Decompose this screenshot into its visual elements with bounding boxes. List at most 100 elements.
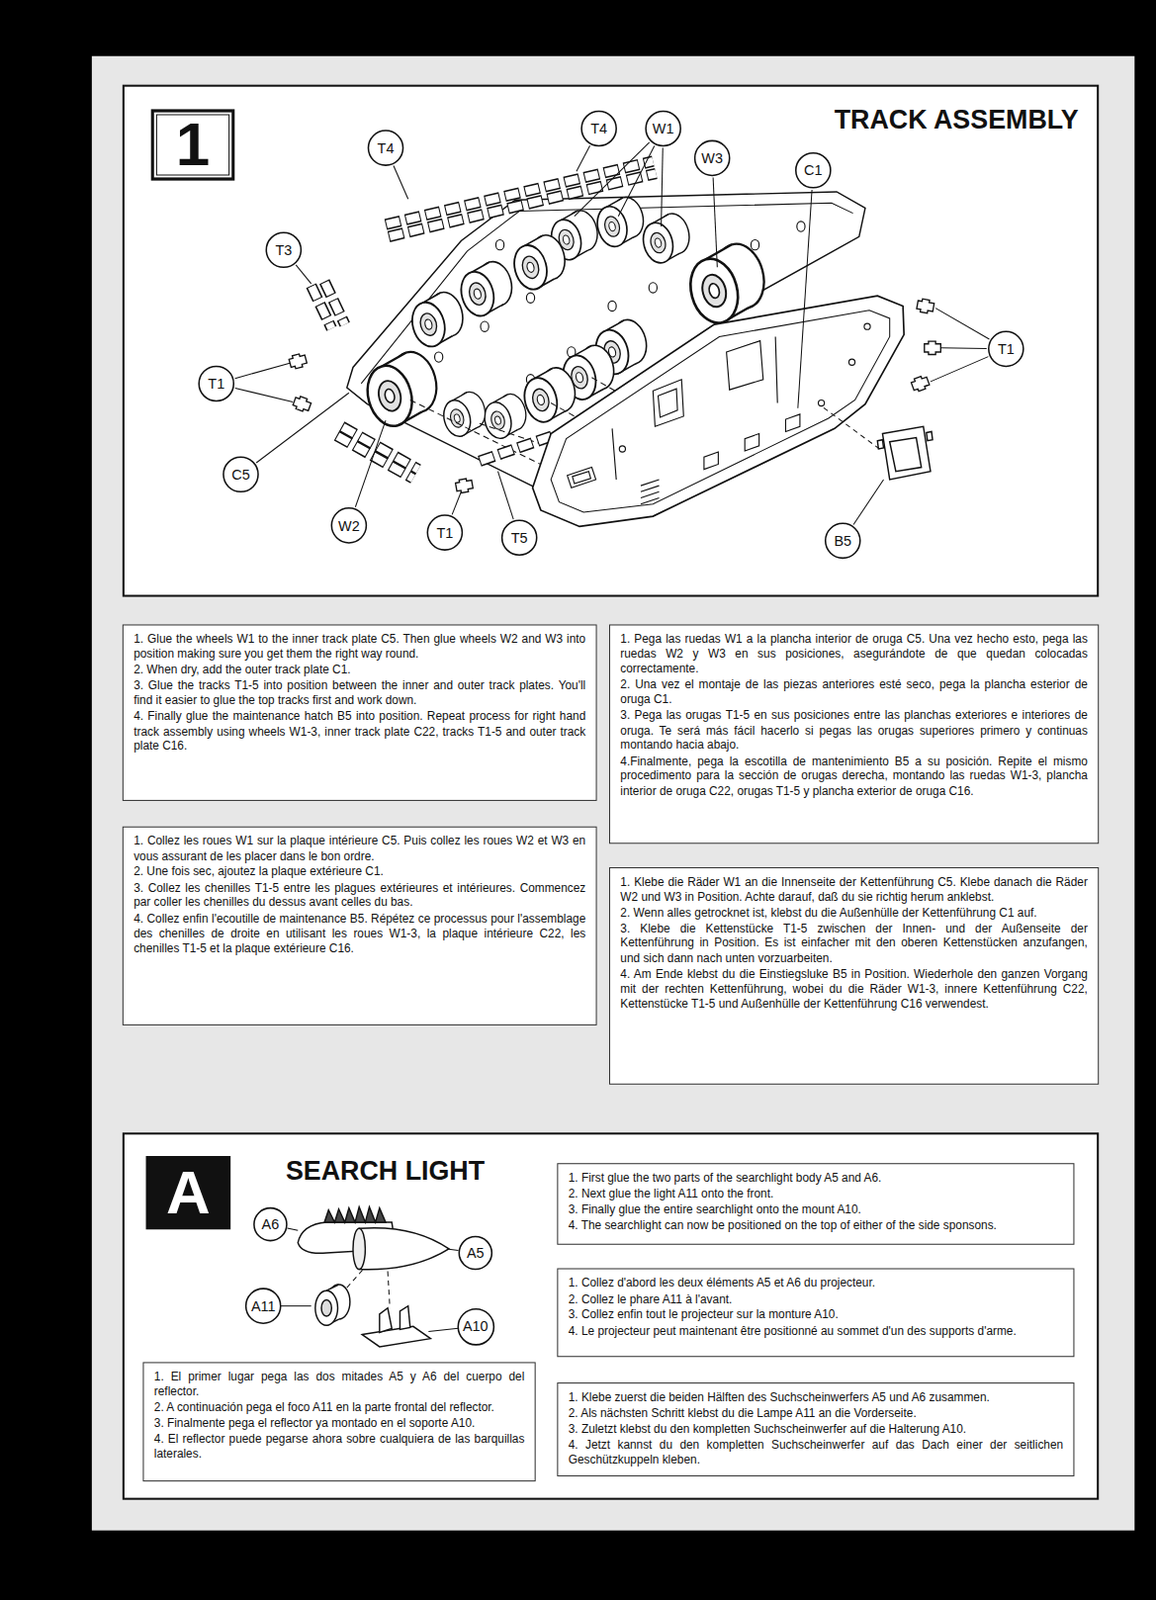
instruction-text: 1. Klebe die Räder W1 an die Innenseite … bbox=[620, 874, 1088, 904]
instruction-text: 1. Collez d'abord les deux éléments A5 e… bbox=[568, 1275, 1064, 1291]
part-number: T4 bbox=[590, 120, 608, 138]
instruction-text: 1. Klebe zuerst die beiden Hälften des S… bbox=[568, 1389, 1064, 1405]
part-number: T1 bbox=[436, 524, 453, 541]
callout-ring bbox=[427, 515, 462, 550]
instruction-text: 4. Finally glue the maintenance hatch B5… bbox=[133, 709, 586, 754]
callout-ring bbox=[796, 153, 831, 188]
callout-ring bbox=[254, 1208, 287, 1242]
instruction-text: 2. Als nächsten Schritt klebst du die La… bbox=[568, 1405, 1064, 1421]
instruction-text: 1. Pega las ruedas W1 a la plancha inter… bbox=[620, 631, 1088, 677]
axle-hole bbox=[526, 292, 534, 303]
callout-circle: C1 bbox=[795, 152, 832, 189]
track-link-set bbox=[916, 297, 936, 314]
plate-detail bbox=[652, 379, 684, 427]
maintenance-hatch bbox=[877, 426, 933, 480]
panel-ground bbox=[122, 1132, 1099, 1500]
section-letter-box: A bbox=[146, 1156, 232, 1230]
instruction-text: 2. Une fois sec, ajoutez la plaque extér… bbox=[133, 864, 586, 880]
part-number: T1 bbox=[207, 375, 225, 393]
callout-circle: W3 bbox=[694, 139, 731, 177]
callout-ring bbox=[223, 456, 259, 492]
callout-circle: T3 bbox=[265, 231, 302, 268]
callout-ring bbox=[367, 130, 403, 166]
callout-circle: T1 bbox=[987, 330, 1025, 367]
instruction-text: 3. Klebe die Kettenstücke T1-5 zwischen … bbox=[620, 920, 1088, 966]
leader-line bbox=[280, 1228, 459, 1333]
callout-ring bbox=[581, 110, 617, 146]
axle-hole bbox=[495, 239, 504, 250]
callout-circle: C5 bbox=[222, 455, 260, 493]
wheel-set bbox=[509, 231, 570, 293]
callout-circle: B5 bbox=[824, 522, 862, 559]
callout-circle: T1 bbox=[197, 364, 235, 402]
page-sheet bbox=[91, 56, 1135, 1531]
panel-ground bbox=[122, 85, 1099, 598]
part-number: C1 bbox=[803, 162, 822, 179]
leader-line bbox=[798, 189, 812, 409]
leader-line bbox=[576, 145, 591, 172]
leader-line bbox=[661, 148, 664, 227]
step-panel: TRACK ASSEMBLY1T4T4W1W3C1T3T1T1C5W2T1T5B… bbox=[122, 85, 1099, 598]
leader-line bbox=[280, 1305, 312, 1307]
part-number: T1 bbox=[997, 341, 1015, 358]
part-number: C5 bbox=[231, 466, 250, 484]
wheel-set bbox=[520, 363, 581, 426]
axle-hole bbox=[750, 239, 759, 250]
instruction-text: 4. Jetzt kannst du den kompletten Suchsc… bbox=[568, 1437, 1064, 1468]
part-number: B5 bbox=[833, 533, 852, 550]
part-number: T5 bbox=[511, 529, 529, 546]
track-link-set bbox=[288, 297, 942, 494]
instruction-text: 3. Pega las orugas T1-5 en sus posicione… bbox=[620, 708, 1088, 753]
wheel-set bbox=[593, 193, 648, 251]
instruction-text: 2. Una vez el montaje de las piezas ante… bbox=[620, 677, 1088, 708]
part-number: W3 bbox=[701, 150, 723, 168]
axle-hole bbox=[797, 221, 805, 232]
axle-hole bbox=[435, 352, 444, 362]
leader-line bbox=[574, 142, 650, 217]
callout-ring bbox=[988, 331, 1024, 366]
callout-ring bbox=[502, 520, 537, 555]
track-chain bbox=[385, 161, 653, 225]
leader-line bbox=[235, 362, 290, 378]
leader-line bbox=[256, 392, 350, 463]
plate-detail bbox=[567, 467, 597, 489]
instruction-box: 1. El primer lugar pega las dos mitades … bbox=[142, 1361, 535, 1482]
callout-ring bbox=[645, 110, 681, 146]
part-number: A11 bbox=[251, 1297, 276, 1315]
track-chain bbox=[388, 173, 656, 237]
plate-detail bbox=[704, 414, 801, 470]
leader-line bbox=[451, 491, 461, 515]
plate-detail bbox=[657, 388, 678, 418]
plate-detail bbox=[848, 358, 855, 365]
searchlight-body bbox=[358, 1228, 449, 1270]
callout-circle: W2 bbox=[330, 507, 367, 544]
callout-ring bbox=[695, 140, 730, 176]
searchlight-drawing bbox=[280, 1207, 459, 1347]
part-number: A5 bbox=[466, 1244, 485, 1262]
leader-line bbox=[295, 265, 311, 284]
callout-circle: W1 bbox=[644, 109, 682, 147]
track-chain bbox=[388, 173, 656, 237]
plate-detail bbox=[640, 479, 660, 505]
step-number: 1 bbox=[154, 111, 232, 178]
leader-line bbox=[287, 1228, 299, 1231]
instruction-text: 4. Le projecteur peut maintenant être po… bbox=[568, 1323, 1064, 1338]
instruction-text: 1. Collez les roues W1 sur la plaque int… bbox=[133, 833, 586, 864]
callout-circle: A5 bbox=[457, 1235, 493, 1270]
step-panel: SEARCH LIGHTAA6A5A11A101. First glue the… bbox=[122, 1132, 1099, 1500]
callout-circle: A6 bbox=[253, 1207, 288, 1243]
outer-track-plate bbox=[533, 295, 905, 527]
searchlight-lens bbox=[315, 1290, 339, 1326]
instruction-box: 1. First glue the two parts of the searc… bbox=[556, 1162, 1074, 1245]
callout-circle: T4 bbox=[366, 129, 404, 167]
fit-guide bbox=[347, 1269, 390, 1307]
leader-line bbox=[355, 420, 386, 508]
plate-detail bbox=[567, 323, 871, 505]
plate-detail bbox=[817, 399, 824, 406]
maintenance-hatch bbox=[877, 431, 933, 449]
plate-detail bbox=[864, 323, 871, 330]
plate-edge bbox=[550, 310, 890, 513]
fit-guide bbox=[821, 406, 881, 449]
leader-line bbox=[235, 387, 293, 402]
plate-detail bbox=[612, 336, 778, 479]
